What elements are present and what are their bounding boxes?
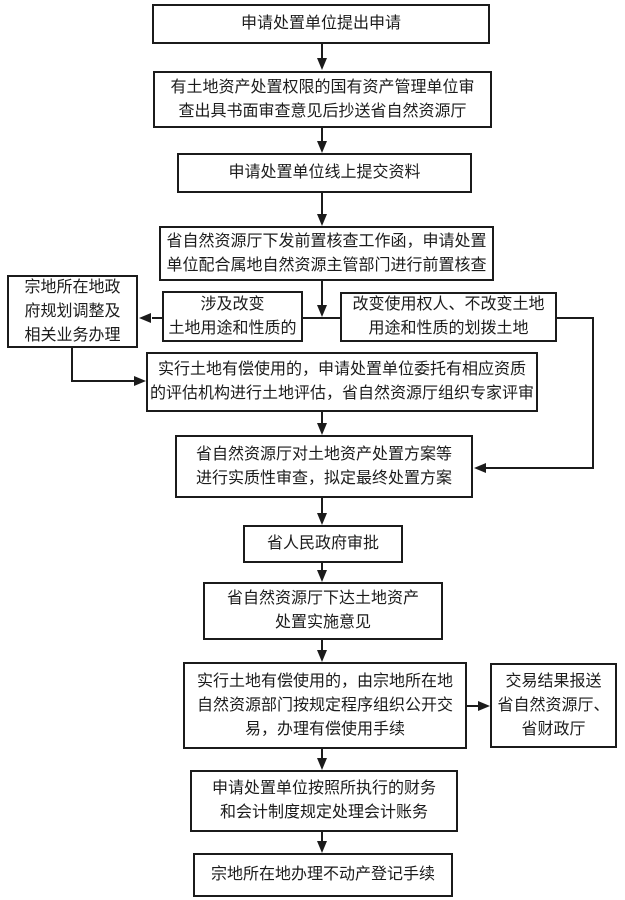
node-land-valuation: 实行土地有偿使用的，申请处置单位委托有相应资质 的评估机构进行土地评估，省自然资… bbox=[146, 352, 538, 412]
edge-online-to-precheck bbox=[317, 193, 327, 226]
edge-valuation-to-review2 bbox=[317, 412, 327, 435]
edge-opinion-to-transaction bbox=[317, 640, 327, 662]
node-substantive-review: 省自然资源厅对土地资产处置方案等 进行实质性审查，拟定最终处置方案 bbox=[175, 435, 473, 498]
node-registration: 宗地所在地办理不动产登记手续 bbox=[193, 853, 453, 897]
edge-transaction-to-report bbox=[467, 701, 490, 711]
edge-review-to-online bbox=[317, 128, 327, 153]
edge-accounting-to-registration bbox=[317, 832, 327, 853]
node-asset-admin-review: 有土地资产处置权限的国有资产管理单位审 查出具书面审查意见后抄送省自然资源厅 bbox=[153, 71, 492, 128]
node-public-transaction: 实行土地有偿使用的，由宗地所在地 自然资源部门按规定程序组织公开交 易，办理有偿… bbox=[183, 662, 467, 749]
edge-review2-to-approval bbox=[317, 498, 327, 525]
edge-approval-to-opinion bbox=[317, 563, 327, 582]
node-online-submission: 申请处置单位线上提交资料 bbox=[177, 153, 472, 193]
node-preliminary-check: 省自然资源厅下发前置核查工作函，申请处置 单位配合属地自然资源主管部门进行前置核… bbox=[159, 226, 494, 281]
edge-apply-to-review bbox=[317, 43, 327, 70]
node-allocated-land-no-change: 改变使用权人、不改变土地 用途和性质的划拨土地 bbox=[340, 292, 557, 342]
node-local-gov-planning: 宗地所在地政 府规划调整及 相关业务办理 bbox=[7, 275, 138, 348]
edge-transaction-to-accounting bbox=[317, 749, 327, 770]
node-accounting: 申请处置单位按照所执行的财务 和会计制度规定处理会计账务 bbox=[190, 770, 458, 832]
node-report-result: 交易结果报送 省自然资源厅、 省财政厅 bbox=[490, 663, 617, 748]
edge-changeuse-to-localgov bbox=[139, 313, 162, 323]
node-implementation-opinion: 省自然资源厅下达土地资产 处置实施意见 bbox=[203, 582, 443, 640]
edge-precheck-to-branches bbox=[303, 281, 340, 319]
node-provincial-approval: 省人民政府审批 bbox=[243, 525, 403, 563]
node-submit-application: 申请处置单位提出申请 bbox=[152, 4, 490, 44]
node-change-of-use: 涉及改变 土地用途和性质的 bbox=[162, 291, 303, 342]
edge-localgov-to-valuation bbox=[71, 348, 146, 386]
